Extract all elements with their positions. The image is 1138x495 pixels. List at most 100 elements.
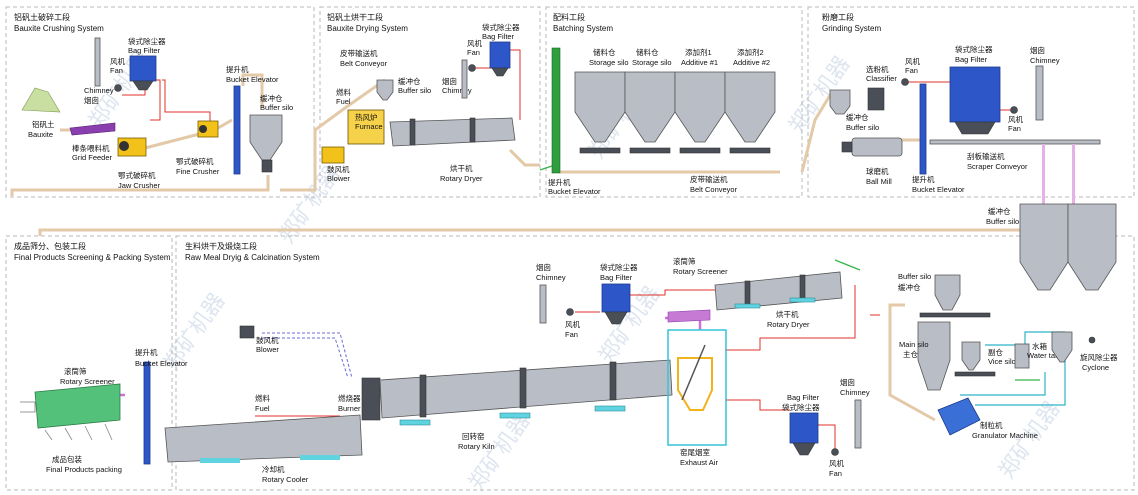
chimney-icon [461, 59, 468, 99]
label-en: Additive #2 [733, 58, 770, 67]
vice-silo-icon [961, 341, 981, 371]
label-en: Fan [1008, 124, 1021, 133]
label-cn: 副仓 [988, 347, 1003, 357]
material-pipe [508, 148, 540, 167]
exhaust-pipe [725, 399, 790, 411]
label-cn: 风机 [1008, 114, 1023, 124]
label-en: Rotary Kiln [458, 442, 495, 451]
label-cn: 烘干机 [450, 163, 473, 173]
label-en: Chimney [536, 273, 566, 282]
label-en: Bag Filter [787, 393, 820, 402]
section-frame-batching [545, 6, 803, 198]
section-title-cn: 铝矾土破碎工段 [14, 12, 70, 22]
bag-filter-icon [129, 55, 157, 82]
section-title-cn: 配料工段 [553, 12, 585, 22]
label-cn: 烟囱 [840, 377, 855, 387]
dryer-ring [799, 274, 806, 301]
label-cn: 选粉机 [866, 64, 889, 74]
buffer-silo-icon [829, 89, 851, 115]
label-cn: 成品包装 [52, 454, 82, 464]
label-cn: 主仓 [903, 349, 918, 359]
rotary-screener-icon [34, 383, 121, 429]
label-cn: 鄂式破碎机 [176, 156, 214, 166]
label-en: Exhaust Air [680, 458, 718, 467]
ball-mill-icon [851, 137, 903, 157]
fan-icon [831, 448, 839, 456]
label-en: Additive #1 [681, 58, 718, 67]
air-duct [262, 332, 353, 379]
exhaust-pipe [815, 424, 836, 452]
bag-filter-icon [789, 412, 819, 444]
label-en: Bag Filter [128, 46, 161, 55]
label-en: Buffer silo [898, 272, 931, 281]
bucket-elevator-icon [143, 361, 151, 465]
label-en: Water tank [1027, 351, 1063, 360]
watermark: 郑矿机器 [994, 397, 1065, 483]
discharge-chute-icon [44, 423, 113, 441]
buffer-silo-icon [249, 114, 283, 161]
section-frame-drying [319, 6, 541, 198]
label-en: Burner [338, 404, 361, 413]
label-cn: 风机 [905, 56, 920, 66]
dryer-ring [469, 117, 476, 143]
label-cn: 冷却机 [262, 464, 285, 474]
label-cn: 水箱 [1032, 341, 1048, 351]
fan-icon [1088, 336, 1096, 344]
scraper-conveyor-icon [929, 139, 1101, 145]
support-base [789, 297, 816, 303]
granulator-icon [937, 397, 981, 436]
label-cn: 袋式除尘器 [600, 262, 638, 272]
support-base [734, 303, 761, 309]
material-pipe [217, 118, 233, 130]
bag-filter-icon [601, 283, 631, 313]
label-cn: 回转窑 [462, 431, 485, 441]
water-pipe [960, 372, 1046, 396]
label-en: Storage silo [632, 58, 672, 67]
chute-icon [1072, 144, 1075, 204]
label-en: Belt Conveyor [340, 59, 388, 68]
section-title-en: Bauxite Crushing System [14, 24, 104, 33]
label-cn: 刮板输送机 [967, 151, 1005, 161]
main-silo-icon [917, 321, 951, 391]
elevator-link [834, 259, 861, 271]
water-tank-icon [1014, 343, 1030, 369]
label-en: Chimney [1030, 56, 1060, 65]
buffer-silo-icon [1019, 203, 1069, 291]
label-en: Rotary Screener [60, 377, 115, 386]
label-en: Fuel [336, 97, 351, 106]
material-pipe [800, 91, 834, 173]
exhaust-pipe [162, 79, 211, 128]
mill-drive-icon [841, 141, 853, 153]
label-cn: 缓冲仓 [260, 93, 283, 103]
crusher-wheel-icon [199, 125, 207, 133]
label-cn: 鼓风机 [256, 335, 279, 345]
label-en: Fine Crusher [176, 167, 220, 176]
label-cn: 皮带输送机 [340, 48, 378, 58]
label-en: Bauxite [28, 130, 53, 139]
chimney-icon [94, 37, 101, 87]
label-en: Ball Mill [866, 177, 892, 186]
additive-silo-icon [724, 71, 776, 143]
material-pipe [38, 225, 1112, 236]
crusher-wheel-icon [119, 141, 129, 151]
buffer-silo-icon [376, 79, 394, 101]
bag-filter-hopper [954, 121, 996, 135]
label-cn: 缓冲仓 [988, 206, 1011, 216]
air-duct [262, 337, 349, 379]
support-base [499, 412, 531, 419]
buffer-silo-icon [1067, 203, 1117, 291]
fan-icon [468, 64, 476, 72]
label-en: Chimney [840, 388, 870, 397]
label-en: Blower [327, 174, 350, 183]
exhaust-chamber-icon [667, 329, 727, 446]
label-cn: 储料仓 [636, 47, 659, 57]
kiln-tyre [609, 361, 617, 401]
material-pipe [10, 175, 270, 196]
label-en: Furnace [355, 122, 383, 131]
additive-silo-icon [674, 71, 726, 143]
bauxite-pile-icon [21, 87, 61, 113]
weigh-feeder-icon [679, 147, 721, 154]
buffer-silo-icon [934, 274, 961, 311]
bucket-elevator-icon [919, 83, 927, 175]
bag-filter-hopper [792, 442, 816, 456]
